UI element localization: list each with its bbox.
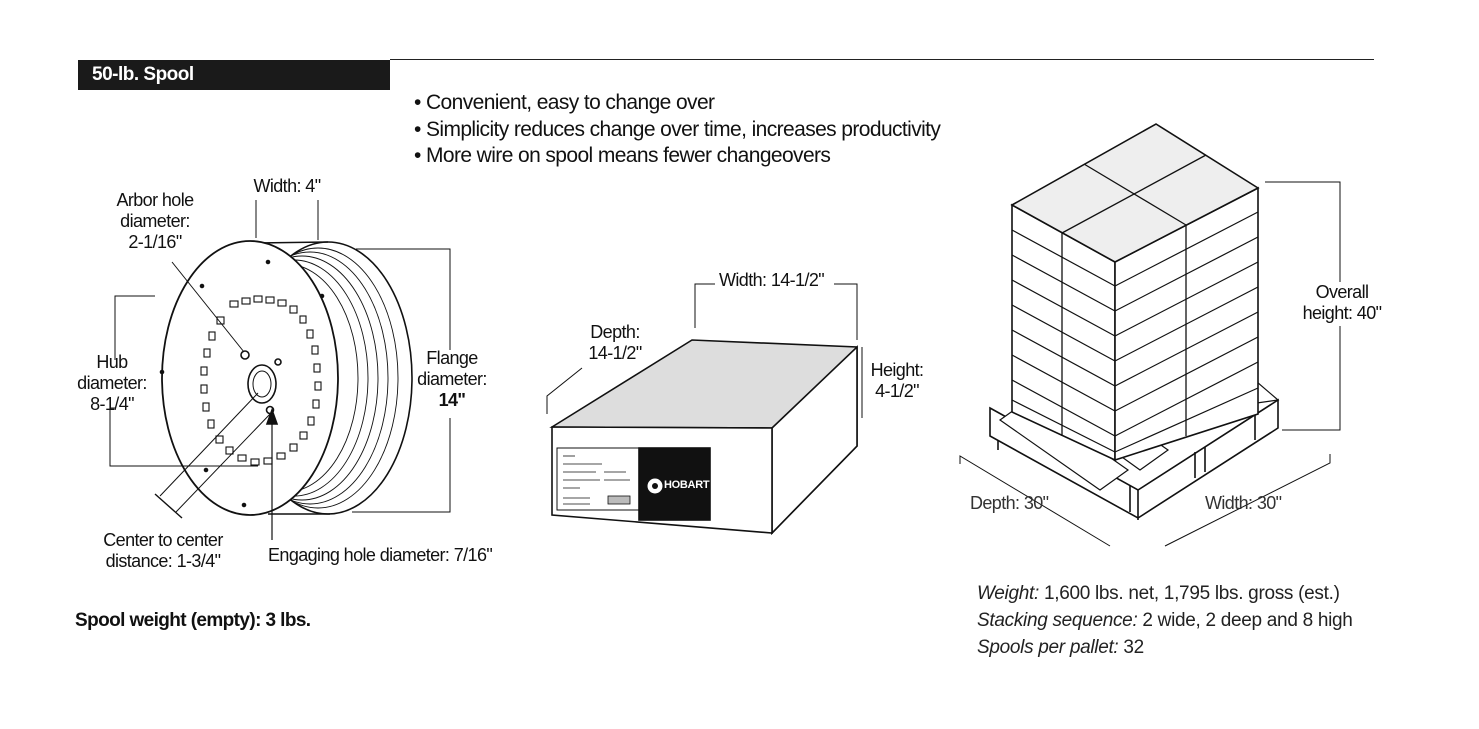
overall-height-label: Overall height: 40" bbox=[1302, 282, 1382, 323]
feature-bullets: • Convenient, easy to change over • Simp… bbox=[414, 90, 941, 170]
spool-width-label: Width: 4" bbox=[253, 176, 321, 196]
carton-depth-label: Depth: 14-1/2" bbox=[588, 322, 642, 363]
stacking-note: Stacking sequence: 2 wide, 2 deep and 8 … bbox=[977, 610, 1353, 631]
pallet-drawing bbox=[959, 123, 1341, 547]
carton-drawing bbox=[546, 283, 863, 535]
bullet-item: • More wire on spool means fewer changeo… bbox=[414, 144, 831, 167]
bullet-item: • Convenient, easy to change over bbox=[414, 91, 715, 114]
carton-height-label: Height: 4-1/2" bbox=[870, 360, 924, 401]
spools-note: Spools per pallet: 32 bbox=[977, 637, 1144, 658]
weight-note: Weight: 1,600 lbs. net, 1,795 lbs. gross… bbox=[977, 583, 1340, 604]
engaging-hole-label: Engaging hole diameter: 7/16" bbox=[268, 545, 493, 565]
center-distance-label: Center to center distance: 1-3/4" bbox=[103, 530, 223, 571]
carton-brand-logo: HOBART bbox=[664, 479, 710, 491]
pallet-depth-label: Depth: 30" bbox=[970, 493, 1049, 513]
spool-hub bbox=[247, 364, 277, 404]
section-title: 50-lb. Spool bbox=[92, 64, 194, 85]
flange-diameter-label: Flange diameter: 14" bbox=[417, 348, 487, 410]
spool-front-flange bbox=[161, 240, 339, 516]
pallet-notes: Weight: 1,600 lbs. net, 1,795 lbs. gross… bbox=[977, 580, 1353, 661]
hub-diameter-label: Hub diameter: 8-1/4" bbox=[77, 352, 147, 414]
header-rule bbox=[390, 59, 1374, 60]
arbor-hole-label: Arbor hole diameter: 2-1/16" bbox=[116, 190, 194, 252]
pallet-width-label: Width: 30" bbox=[1205, 493, 1282, 513]
spool-drawing bbox=[109, 200, 451, 540]
carton-width-label: Width: 14-1/2" bbox=[719, 270, 825, 290]
spool-weight-label: Spool weight (empty): 3 lbs. bbox=[75, 610, 311, 631]
section-header-bar bbox=[78, 60, 390, 90]
bullet-item: • Simplicity reduces change over time, i… bbox=[414, 117, 941, 141]
